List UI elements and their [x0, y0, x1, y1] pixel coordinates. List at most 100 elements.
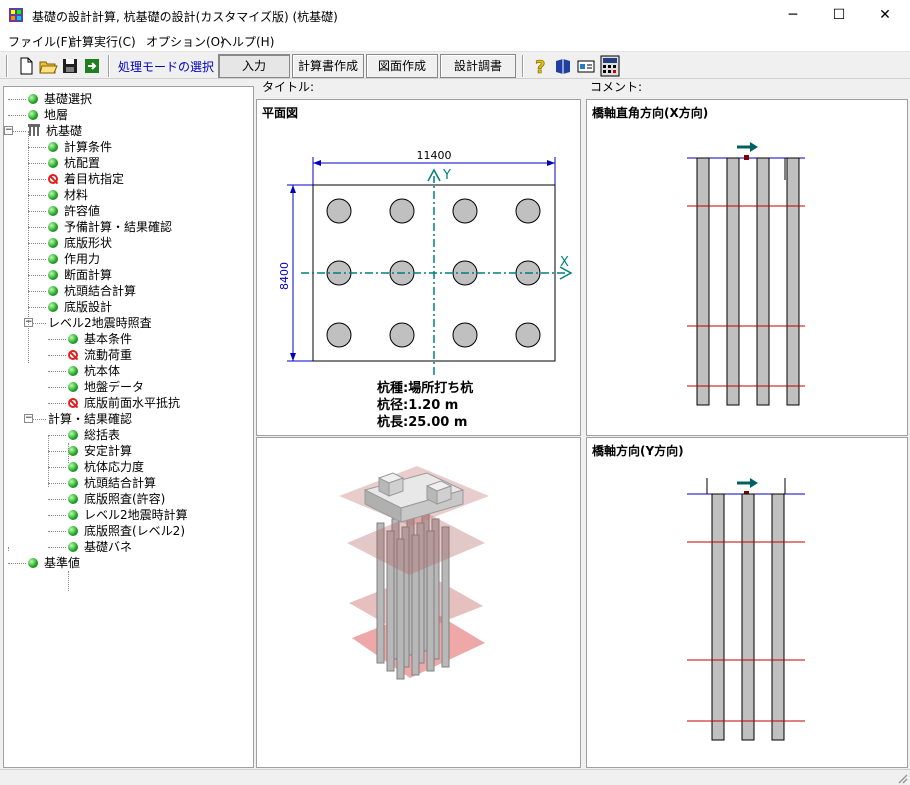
mode-input-button[interactable]: 入力: [218, 54, 290, 78]
pile-circle[interactable]: [389, 198, 415, 224]
footing-edges: [706, 478, 786, 494]
tree-collapse-toggle[interactable]: −: [24, 413, 33, 423]
tree-item[interactable]: 杭基礎: [28, 123, 82, 139]
tree-item[interactable]: 安定計算: [68, 443, 132, 459]
plan-drawing: 11400 8400 Y X: [278, 149, 573, 375]
tree-item[interactable]: レベル2地震時計算: [68, 507, 188, 523]
tree-item[interactable]: 地盤データ: [68, 379, 144, 395]
pile-circle[interactable]: [515, 322, 541, 348]
tree-item-label: 基本条件: [84, 332, 133, 346]
y-elevation-title: 橋軸方向(Y方向): [592, 444, 684, 458]
tree-item[interactable]: 基礎バネ: [68, 539, 132, 555]
tree-item-label: 杭基礎: [46, 124, 83, 138]
tree-connector: [48, 371, 66, 372]
tree-item[interactable]: レベル2地震時照査: [48, 315, 152, 331]
tree-item[interactable]: 地層: [28, 107, 68, 123]
pile-circle[interactable]: [515, 198, 541, 224]
tree-item[interactable]: 杭配置: [48, 155, 100, 171]
tree-item[interactable]: 許容値: [48, 203, 100, 219]
mode-report-button[interactable]: 計算書作成: [292, 54, 364, 78]
tree-item[interactable]: 底版照査(許容): [68, 491, 165, 507]
pile-circle[interactable]: [452, 198, 478, 224]
tree-connector: [28, 163, 46, 164]
save-icon[interactable]: [60, 56, 80, 76]
minimize-button[interactable]: ─: [788, 7, 798, 23]
tree-connector: [8, 131, 26, 132]
status-complete-icon: [28, 110, 38, 120]
card-icon[interactable]: [576, 56, 596, 76]
tree-item-label: 杭本体: [84, 364, 121, 378]
tree-item-label: 杭体応力度: [84, 460, 145, 474]
tree-connector: [48, 339, 66, 340]
mode-design-sheet-button[interactable]: 設計調書: [440, 54, 516, 78]
menu-help[interactable]: ヘルプ(H): [220, 35, 275, 49]
export-icon[interactable]: [82, 56, 102, 76]
tree-item[interactable]: 基礎選択: [28, 91, 92, 107]
tree-item[interactable]: 底版設計: [48, 299, 112, 315]
resize-grip-icon[interactable]: [896, 772, 908, 784]
tree-item[interactable]: 杭体応力度: [68, 459, 144, 475]
open-folder-icon[interactable]: [38, 56, 58, 76]
new-file-icon[interactable]: [16, 56, 36, 76]
pile-circle[interactable]: [452, 322, 478, 348]
status-complete-icon: [68, 382, 78, 392]
navigation-tree[interactable]: 基礎選択地層杭基礎 − 計算条件杭配置着目杭指定材料許容値予備計算・結果確認底版形状…: [3, 86, 254, 768]
status-complete-icon: [48, 254, 58, 264]
tree-connector: [28, 195, 46, 196]
status-bar: [0, 769, 910, 785]
tree-item[interactable]: 底版照査(レベル2): [68, 523, 185, 539]
toolbar: 処理モードの選択 入力 計算書作成 図面作成 設計調書 ?: [0, 51, 910, 79]
pile-foundation-icon: [28, 124, 40, 136]
pile-circle[interactable]: [326, 322, 352, 348]
tree-connector: [28, 227, 46, 228]
pile-circle[interactable]: [389, 322, 415, 348]
calculator-icon[interactable]: [599, 55, 621, 77]
tree-item[interactable]: 総括表: [68, 427, 120, 443]
pile-shaft: [711, 493, 725, 741]
manual-book-icon[interactable]: [553, 56, 573, 76]
tree-item[interactable]: 底版形状: [48, 235, 112, 251]
tree-item[interactable]: 基本条件: [68, 331, 132, 347]
tree-item[interactable]: 杭本体: [68, 363, 120, 379]
help-icon[interactable]: ?: [530, 56, 550, 76]
status-complete-icon: [68, 430, 78, 440]
menu-file[interactable]: ファイル(F): [8, 35, 73, 49]
tree-connector: [48, 483, 66, 484]
status-complete-icon: [68, 366, 78, 376]
tree-item[interactable]: 着目杭指定: [48, 171, 124, 187]
tree-item[interactable]: 基準値: [28, 555, 80, 571]
tree-item[interactable]: 作用力: [48, 251, 100, 267]
mode-label: 処理モードの選択: [118, 60, 215, 74]
tree-item[interactable]: 杭頭結合計算: [48, 283, 136, 299]
pile-shaft: [786, 157, 800, 406]
tree-item[interactable]: 断面計算: [48, 267, 112, 283]
status-complete-icon: [68, 526, 78, 536]
menu-calc[interactable]: 計算実行(C): [70, 35, 136, 49]
tree-item-label: 流動荷重: [84, 348, 133, 362]
window-title: 基礎の設計計算, 杭基礎の設計(カスタマイズ版) (杭基礎): [32, 10, 338, 24]
tree-item-label: 基準値: [44, 556, 81, 570]
maximize-button[interactable]: ☐: [832, 7, 846, 23]
tree-item-label: 断面計算: [64, 268, 113, 282]
tree-connector: [48, 355, 66, 356]
tree-item-label: 底版照査(レベル2): [84, 524, 185, 538]
pile-circle[interactable]: [326, 198, 352, 224]
tree-item[interactable]: 流動荷重: [68, 347, 132, 363]
depth-dimension-text: 8400: [278, 262, 291, 290]
tree-item[interactable]: 杭頭結合計算: [68, 475, 156, 491]
tree-collapse-toggle[interactable]: −: [4, 125, 13, 135]
tree-connector: [48, 515, 66, 516]
x-elevation-panel: 橋軸直角方向(X方向): [586, 99, 908, 436]
tree-item[interactable]: 計算・結果確認: [48, 411, 132, 427]
tree-item[interactable]: 予備計算・結果確認: [48, 219, 172, 235]
tree-item[interactable]: 底版前面水平抵抗: [68, 395, 180, 411]
app-icon[interactable]: [8, 7, 24, 23]
menu-options[interactable]: オプション(O): [146, 35, 225, 49]
mode-drawing-button[interactable]: 図面作成: [366, 54, 438, 78]
toolbar-separator: [6, 55, 8, 77]
close-button[interactable]: ✕: [879, 7, 891, 23]
3d-view-panel[interactable]: [256, 437, 581, 768]
tree-item[interactable]: 計算条件: [48, 139, 112, 155]
pile-shaft: [756, 157, 770, 406]
tree-item[interactable]: 材料: [48, 187, 88, 203]
